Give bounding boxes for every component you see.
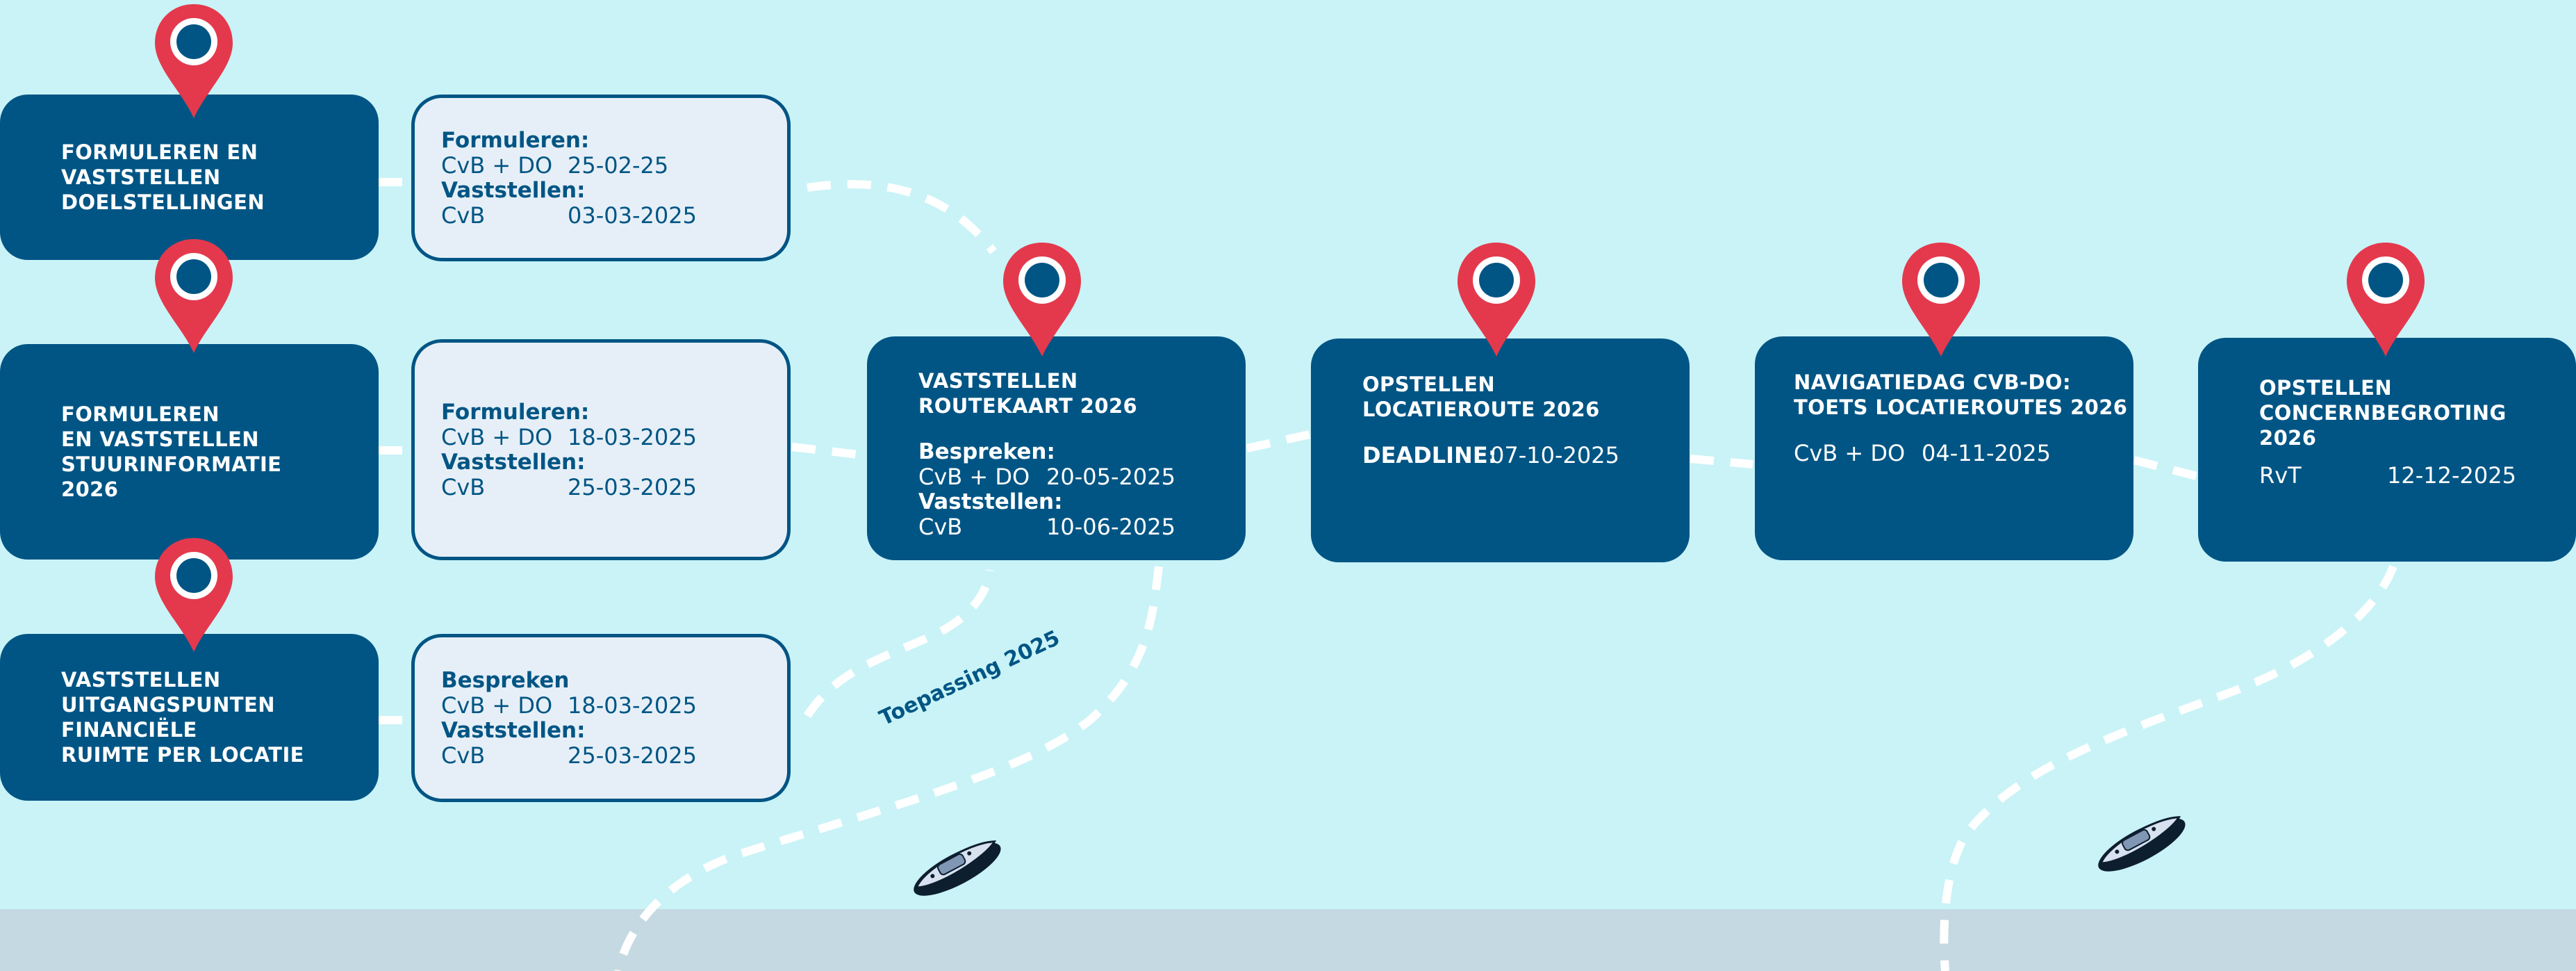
info-label: Vaststellen: (441, 450, 586, 475)
map-pin-icon (1458, 243, 1535, 357)
connector-mid (791, 443, 866, 459)
curve-route-2 (1940, 564, 2397, 971)
map-pin-icon (155, 239, 233, 353)
info-label: Bespreken (441, 668, 570, 693)
connector-m2 (1690, 455, 1753, 468)
curve-bottom (803, 569, 994, 719)
info-row: CvB + DO 18-03-2025 (441, 693, 787, 718)
info-who: CvB + DO (441, 424, 553, 450)
step-label: Vaststellen: (918, 489, 1063, 514)
step-title: FORMULEREN EN VASTSTELLEN STUURINFORMATI… (61, 402, 282, 501)
step-title: NAVIGATIEDAG CVB-DO: TOETS LOCATIEROUTES… (1794, 370, 2128, 419)
info-label: Formuleren: (441, 128, 590, 153)
info-who: CvB (441, 474, 486, 500)
step-title: OPSTELLEN CONCERNBEGROTING 2026 (2259, 376, 2507, 450)
step-who: CvB + DO (1794, 440, 1906, 466)
step-date: 04-11-2025 (1922, 440, 2051, 466)
step-title: FORMULEREN EN VASTSTELLEN DOELSTELLINGEN (61, 140, 265, 214)
info-label: Formuleren: (441, 400, 590, 425)
map-pin-icon (2347, 243, 2425, 357)
info-box-financiele-ruimte: Bespreken CvB + DO 18-03-2025 Vaststellen… (411, 634, 791, 802)
info-who: CvB + DO (441, 692, 553, 719)
step-card-routekaart: VASTSTELLEN ROUTEKAART 2026 Bespreken: C… (867, 336, 1246, 560)
info-row: CvB 25-03-2025 (441, 475, 787, 500)
info-row: CvB + DO 18-03-2025 (441, 425, 787, 450)
info-date: 25-02-25 (568, 152, 669, 179)
map-pin-icon (155, 4, 233, 118)
map-pin-icon (1003, 243, 1081, 357)
info-who: CvB (441, 742, 486, 769)
info-box-stuurinformatie: Formuleren: CvB + DO 18-03-2025 Vaststell… (411, 339, 791, 560)
info-date: 18-03-2025 (568, 424, 697, 450)
info-row: CvB 03-03-2025 (441, 203, 787, 228)
step-row: CvB + DO 20-05-2025 (918, 464, 1246, 489)
boat-icon (2098, 816, 2186, 872)
step-who: CvB + DO (918, 464, 1030, 490)
step-card-doelstellingen: FORMULEREN EN VASTSTELLEN DOELSTELLINGEN (0, 95, 379, 260)
step-date: 20-05-2025 (1046, 464, 1175, 490)
step-title: VASTSTELLEN ROUTEKAART 2026 (918, 369, 1138, 418)
map-pin-icon (155, 538, 233, 652)
step-card-navigatiedag: NAVIGATIEDAG CVB-DO: TOETS LOCATIEROUTES… (1755, 336, 2133, 560)
step-card-concernbegroting: OPSTELLEN CONCERNBEGROTING 2026 RvT 12-12… (2198, 338, 2576, 562)
step-card-locatieroute: OPSTELLEN LOCATIEROUTE 2026 DEADLINE:07-… (1311, 338, 1690, 562)
info-who: CvB (441, 202, 486, 229)
step-date: 07-10-2025 (1490, 442, 1619, 468)
step-label: Bespreken: (918, 439, 1055, 464)
map-pin-icon (1902, 243, 1980, 357)
info-date: 03-03-2025 (568, 202, 697, 229)
step-row: CvB 10-06-2025 (918, 514, 1246, 539)
step-card-stuurinformatie: FORMULEREN EN VASTSTELLEN STUURINFORMATI… (0, 344, 379, 560)
info-row: CvB 25-03-2025 (441, 743, 787, 768)
connector-m1 (1246, 430, 1311, 452)
boat-icon (914, 840, 1001, 896)
info-who: CvB + DO (441, 152, 553, 179)
info-date: 25-03-2025 (568, 742, 697, 769)
info-row: CvB + DO 25-02-25 (441, 153, 787, 178)
ground-strip (0, 909, 2576, 971)
info-label: Vaststellen: (441, 718, 586, 743)
step-title: OPSTELLEN LOCATIEROUTE 2026 (1362, 373, 1600, 421)
step-row: RvT 12-12-2025 (2259, 463, 2576, 488)
step-title: VASTSTELLEN UITGANGSPUNTEN FINANCIËLE RU… (61, 668, 304, 767)
step-who: CvB (918, 514, 963, 540)
step-row: DEADLINE:07-10-2025 (1362, 443, 1690, 468)
info-date: 25-03-2025 (568, 474, 697, 500)
step-row: CvB + DO 04-11-2025 (1794, 441, 2133, 466)
curve-top (807, 179, 997, 254)
step-who: DEADLINE: (1362, 442, 1497, 468)
step-date: 10-06-2025 (1046, 514, 1175, 540)
curve-route-1 (614, 566, 1163, 971)
info-date: 18-03-2025 (568, 692, 697, 719)
connector-m3 (2133, 456, 2198, 480)
step-card-financiele-ruimte: VASTSTELLEN UITGANGSPUNTEN FINANCIËLE RU… (0, 634, 379, 801)
info-box-doelstellingen: Formuleren: CvB + DO 25-02-25 Vaststellen… (411, 95, 791, 261)
step-date: 12-12-2025 (2387, 462, 2516, 489)
step-who: RvT (2259, 462, 2302, 489)
info-label: Vaststellen: (441, 178, 586, 203)
